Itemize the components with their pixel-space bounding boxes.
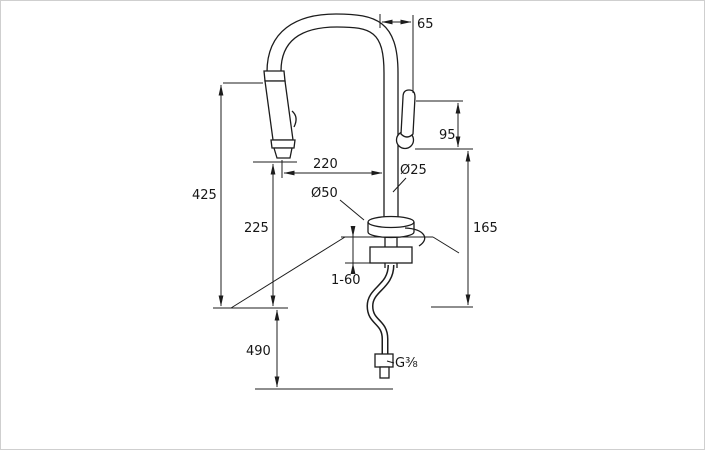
counter-front-edge-right: [432, 236, 460, 254]
dim-label-490: 490: [246, 344, 271, 359]
leader-line-d25: [392, 177, 407, 193]
spray-head-band: [270, 139, 296, 149]
hose-connector-nut: [374, 353, 394, 368]
counter-front-edge-left: [230, 236, 346, 309]
spray-head-tip: [273, 147, 293, 159]
spout-arc-outer: [266, 13, 399, 74]
spray-head-body: [264, 80, 294, 141]
dim-label-thread: G⅜: [395, 356, 418, 371]
dim-label-95: 95: [439, 128, 456, 143]
spray-head-collar: [263, 70, 286, 82]
dim-label-diameter-25: Ø25: [400, 163, 427, 178]
base-top: [367, 215, 415, 229]
dim-label-mounting-range: 1-60: [331, 273, 361, 288]
hose-inner: [367, 264, 393, 354]
leader-line-d50: [339, 199, 365, 221]
spray-head-clip: [291, 110, 297, 128]
dim-label-diameter-50: Ø50: [311, 186, 338, 201]
hose-connector-tip: [379, 366, 390, 379]
dim-label-225: 225: [244, 221, 269, 236]
fixing-bracket: [404, 227, 426, 247]
handle-lever: [400, 89, 416, 138]
mounting-clamp: [369, 246, 413, 264]
leader-line-thread: [386, 360, 395, 364]
dim-label-220: 220: [313, 157, 338, 172]
spout-arc-inner: [280, 26, 385, 74]
dimension-lines: [218, 14, 473, 390]
faucet-body: [263, 13, 426, 379]
dim-label-425: 425: [192, 188, 217, 203]
dim-label-65: 65: [417, 17, 434, 32]
dim-label-165: 165: [473, 221, 498, 236]
